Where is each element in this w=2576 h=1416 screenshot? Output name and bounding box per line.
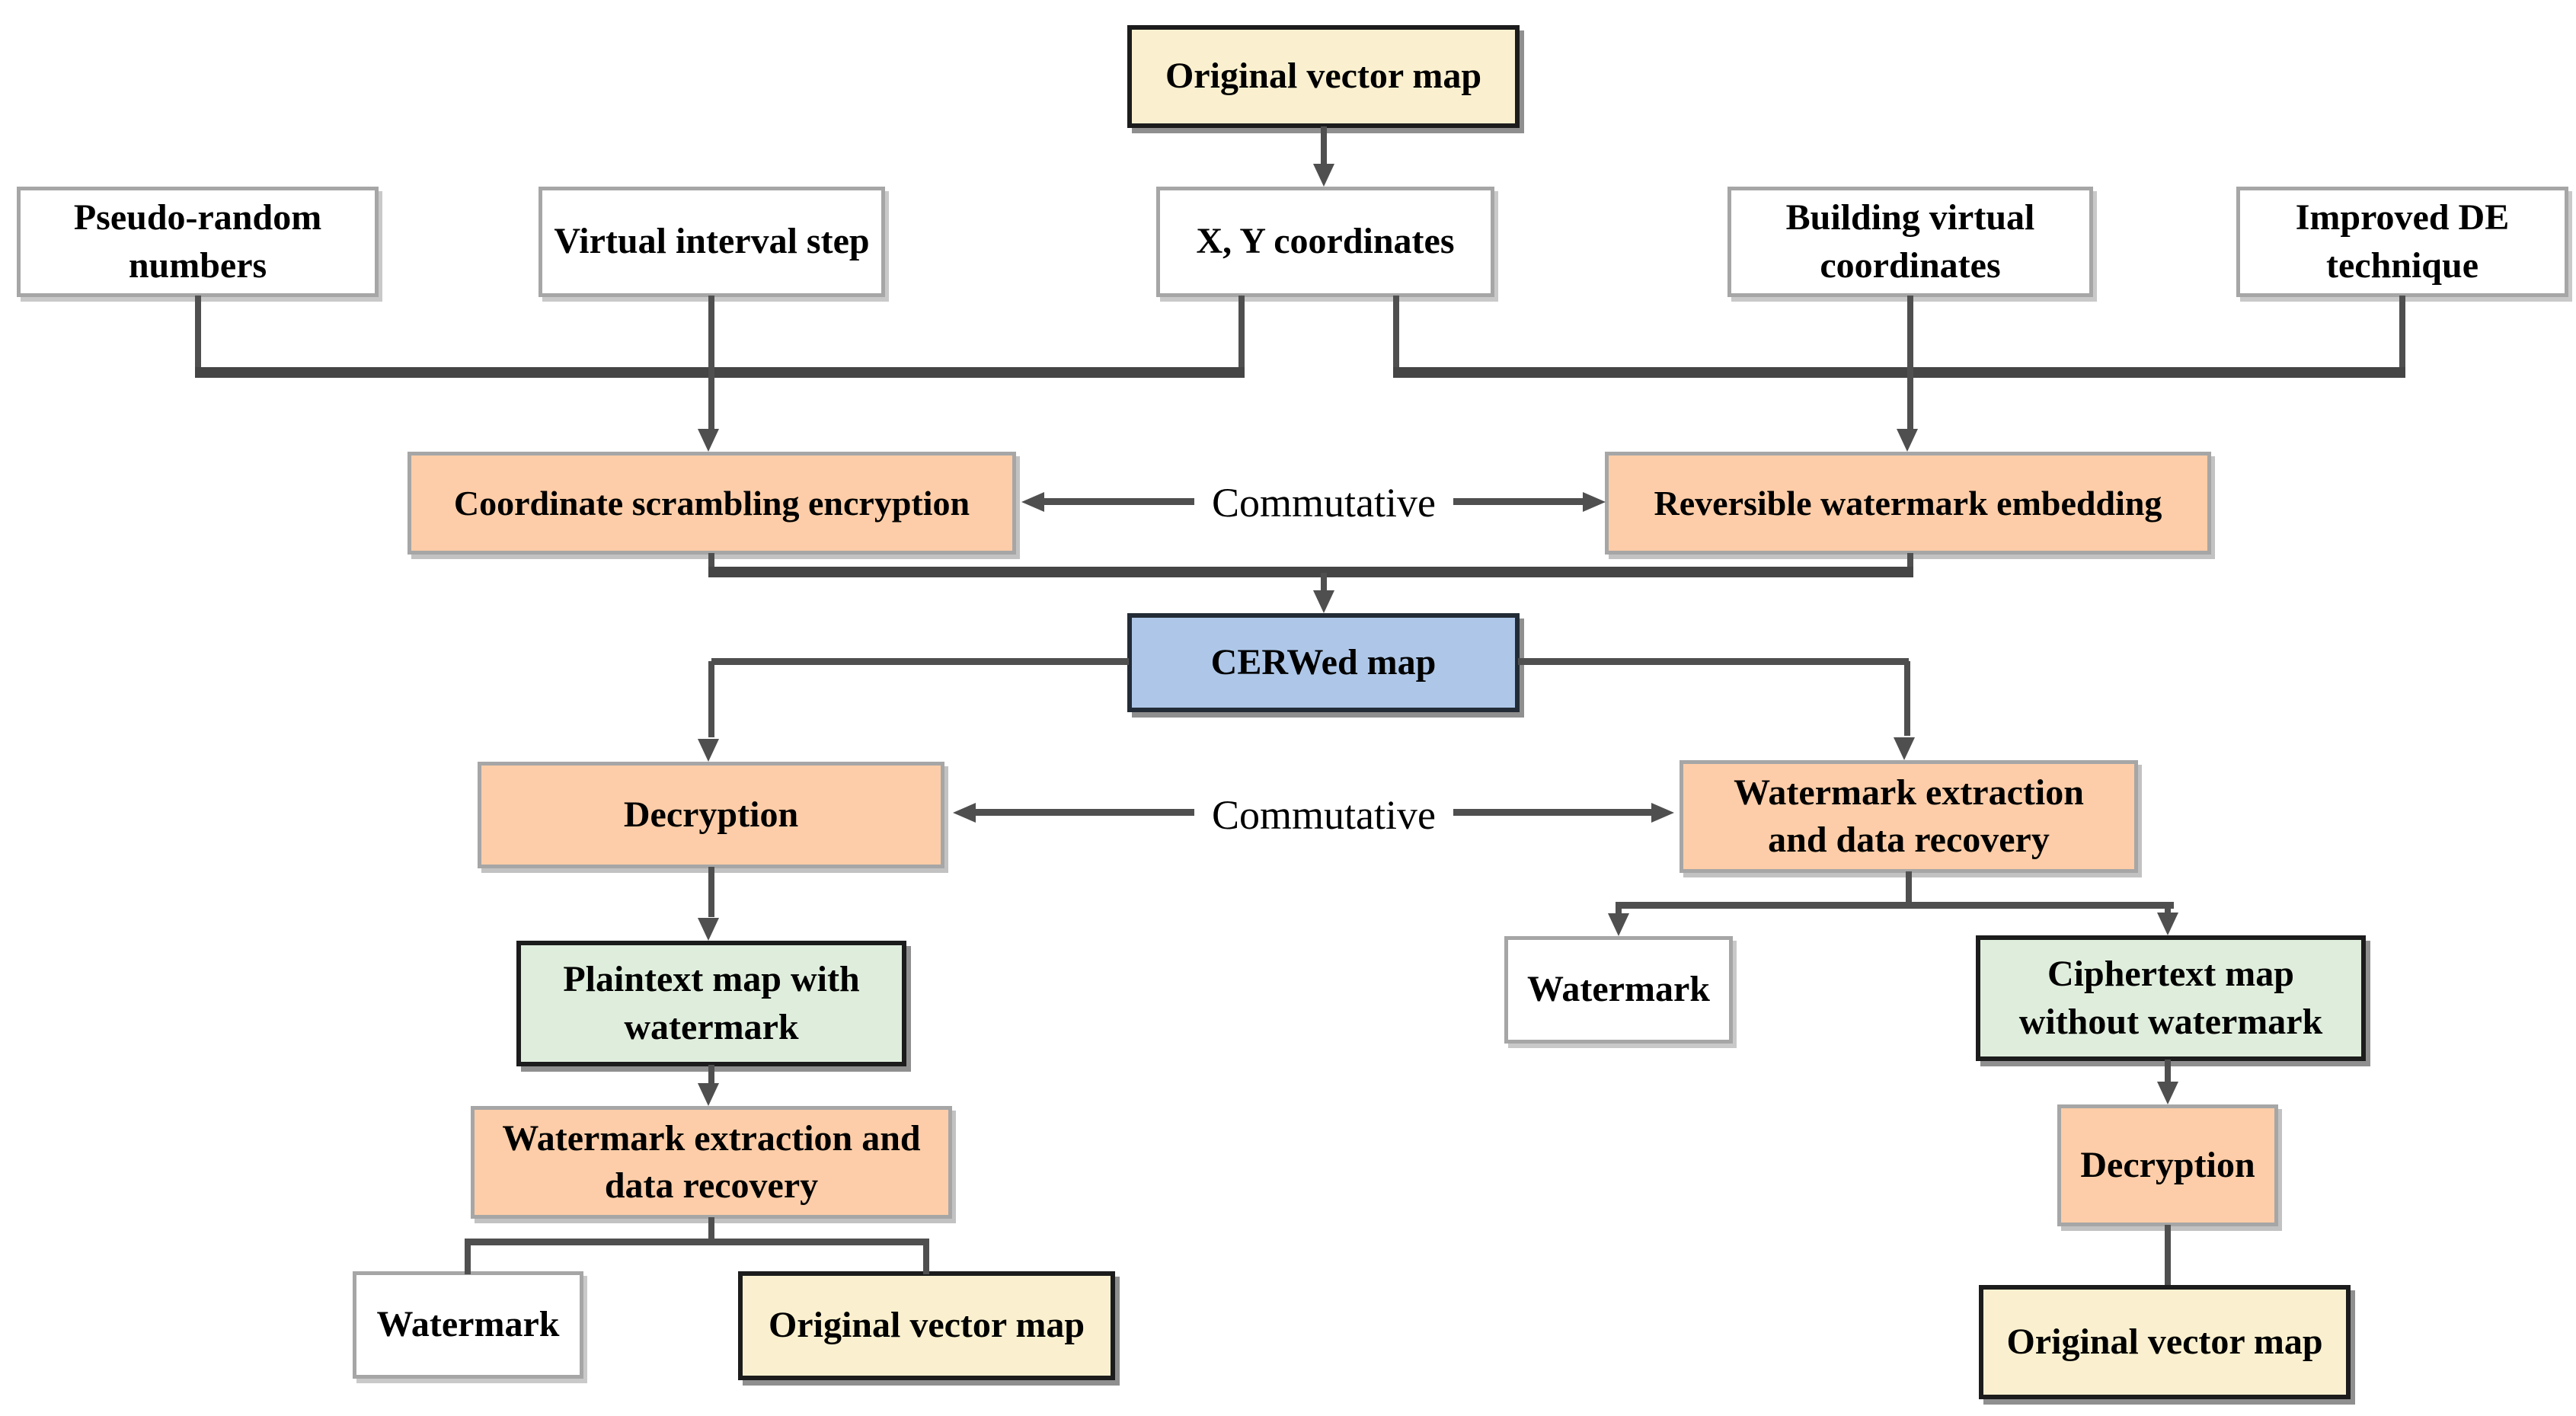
node-watermark-extraction-left: Watermark extraction and data recovery xyxy=(471,1106,952,1219)
edge-right-merge-bar xyxy=(1393,367,2405,378)
edge-to-cerwed-line xyxy=(1321,573,1327,591)
node-label: X, Y coordinates xyxy=(1196,221,1455,262)
edge-original-to-xy-line xyxy=(1321,126,1327,169)
node-watermark-extraction-right: Watermark extraction and data recovery xyxy=(1680,760,2138,873)
node-watermark-bottom: Watermark xyxy=(353,1271,583,1379)
edge-to-embedding-arrowhead xyxy=(1897,429,1918,452)
node-label: Coordinate scrambling encryption xyxy=(453,483,970,523)
node-plaintext-map-with-watermark: Plaintext map with watermark xyxy=(516,941,906,1066)
edge-cerwed-right-drop-line xyxy=(1904,661,1910,736)
edge-to-extraction-right-arrowhead xyxy=(1894,737,1915,760)
edge-improved-de-drop-line xyxy=(2399,296,2405,376)
edge-left-merge-bar xyxy=(195,367,1245,378)
label-text: Commutative xyxy=(1212,792,1436,838)
edge-cerwed-merge-bar xyxy=(708,567,1913,577)
node-label: Ciphertext map without watermark xyxy=(2018,954,2323,1042)
node-label: Watermark extraction and data recovery xyxy=(1734,772,2084,860)
node-label: Watermark xyxy=(1527,969,1710,1010)
edge-to-watermark-mid-line xyxy=(1616,902,1622,914)
edge-pseudo-random-drop-line xyxy=(195,296,201,376)
node-label: CERWed map xyxy=(1210,641,1437,682)
edge-to-plaintext-arrowhead xyxy=(698,918,719,941)
edge-scrambling-down-line xyxy=(708,553,714,573)
edge-virtual-interval-to-scrambling-line xyxy=(708,296,714,433)
node-label: Original vector map xyxy=(768,1305,1085,1346)
edge-extraction-right-split-bar xyxy=(1616,902,2174,909)
node-label: Watermark xyxy=(376,1304,560,1345)
label-commutative-top: Commutative xyxy=(1179,472,1469,533)
node-label: Watermark extraction and data recovery xyxy=(502,1117,921,1206)
edge-to-scrambling-arrowhead xyxy=(698,429,719,452)
node-original-vector-map-right: Original vector map xyxy=(1979,1285,2351,1399)
edge-commutative-bottom-left-line xyxy=(975,809,1194,816)
edge-decryption-to-plaintext-line xyxy=(708,867,714,917)
edge-plaintext-to-extraction-line xyxy=(708,1065,714,1085)
edge-cerwed-left-line xyxy=(711,658,1129,665)
edge-original-to-xy-arrowhead xyxy=(1313,164,1334,187)
node-label: Original vector map xyxy=(2006,1321,2323,1362)
edge-commutative-bottom-left-arrowhead xyxy=(953,803,976,823)
edge-to-ciphertext-arrowhead xyxy=(2157,913,2178,935)
edge-to-ciphertext-line xyxy=(2165,902,2171,914)
node-ciphertext-map-without-watermark: Ciphertext map without watermark xyxy=(1976,935,2366,1061)
node-original-vector-map-left: Original vector map xyxy=(738,1271,1115,1380)
edge-xy-left-drop-line xyxy=(1238,296,1245,376)
node-virtual-interval-step: Virtual interval step xyxy=(539,187,885,297)
label-text: Commutative xyxy=(1212,480,1436,526)
node-label: Plaintext map with watermark xyxy=(563,959,860,1047)
edge-extraction-right-down-line xyxy=(1906,871,1912,908)
node-improved-de-technique: Improved DE technique xyxy=(2236,187,2568,297)
edge-commutative-top-left-line xyxy=(1042,498,1194,505)
edge-decryption-to-original-right-line xyxy=(2165,1225,2171,1285)
node-label: Virtual interval step xyxy=(554,221,870,262)
edge-embedding-down-line xyxy=(1907,553,1913,573)
edge-to-cerwed-arrowhead xyxy=(1313,590,1334,613)
node-label: Pseudo-random numbers xyxy=(73,197,322,286)
node-reversible-watermark-embedding: Reversible watermark embedding xyxy=(1605,452,2211,555)
node-label: Original vector map xyxy=(1165,56,1482,97)
edge-xy-right-drop-line xyxy=(1393,296,1399,376)
edge-ciphertext-to-decryption-line xyxy=(2165,1060,2171,1082)
node-original-vector-map-top: Original vector map xyxy=(1127,25,1520,128)
edge-extraction-left-split-bar xyxy=(465,1239,929,1245)
node-watermark-mid: Watermark xyxy=(1504,936,1733,1044)
edge-building-virtual-to-embedding-line xyxy=(1907,296,1913,433)
node-label: Building virtual coordinates xyxy=(1785,197,2035,286)
edge-commutative-bottom-right-line xyxy=(1453,809,1653,816)
node-label: Decryption xyxy=(2080,1144,2255,1185)
edge-commutative-top-right-line xyxy=(1453,498,1584,505)
edge-to-watermark-bottom-line xyxy=(465,1239,471,1274)
node-decryption-right: Decryption xyxy=(2057,1104,2278,1226)
edge-to-decryption-left-arrowhead xyxy=(698,739,719,762)
node-decryption-left: Decryption xyxy=(478,762,944,868)
edge-extraction-left-down-line xyxy=(708,1217,714,1243)
edge-to-watermark-mid-arrowhead xyxy=(1608,913,1629,936)
node-coordinate-scrambling-encryption: Coordinate scrambling encryption xyxy=(407,452,1016,555)
edge-to-extraction-left-arrowhead xyxy=(698,1083,719,1106)
edge-to-original-left-line xyxy=(923,1239,929,1274)
node-cerwed-map: CERWed map xyxy=(1127,613,1520,712)
edge-cerwed-left-drop-line xyxy=(708,661,714,737)
node-label: Improved DE technique xyxy=(2295,197,2510,286)
node-label: Reversible watermark embedding xyxy=(1654,483,2162,523)
edge-commutative-bottom-right-arrowhead xyxy=(1651,803,1674,823)
label-commutative-bottom: Commutative xyxy=(1179,785,1469,845)
node-xy-coordinates: X, Y coordinates xyxy=(1156,187,1494,297)
edge-commutative-top-right-arrowhead xyxy=(1583,492,1606,512)
node-building-virtual-coordinates: Building virtual coordinates xyxy=(1727,187,2093,297)
edge-cerwed-right-line xyxy=(1518,658,1909,665)
node-label: Decryption xyxy=(623,794,799,835)
edge-to-decryption-right-arrowhead xyxy=(2157,1082,2178,1104)
node-pseudo-random-numbers: Pseudo-random numbers xyxy=(17,187,379,297)
edge-commutative-top-left-arrowhead xyxy=(1021,492,1044,512)
